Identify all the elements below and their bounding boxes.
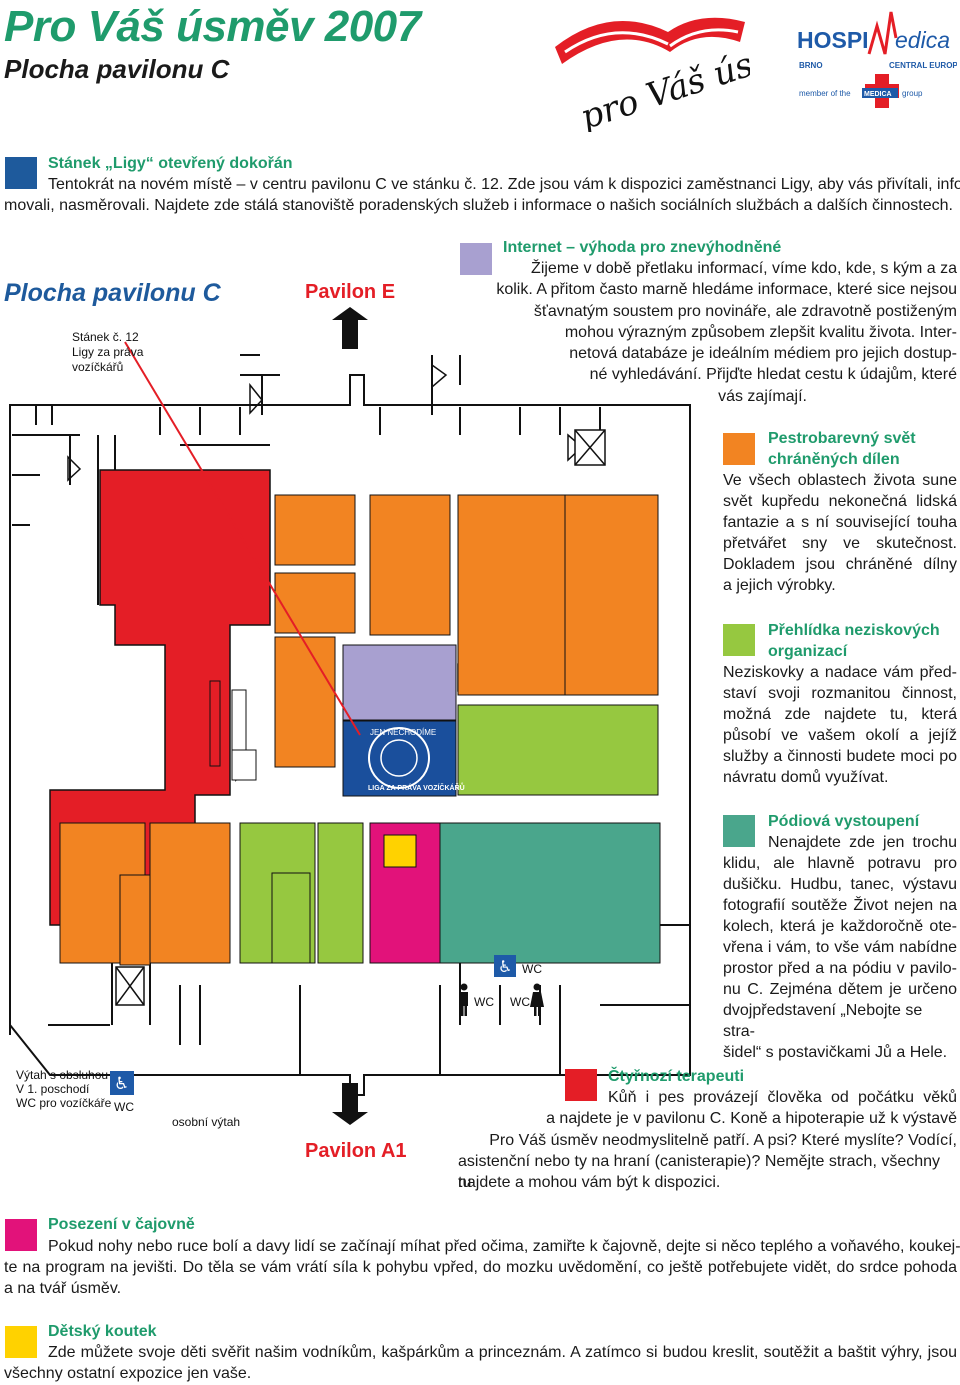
woman-icon: [530, 983, 544, 1016]
ngo-heading: organizací: [768, 643, 848, 660]
stanek-text-line: Tentokrát na novém místě – v centru pavi…: [48, 176, 960, 193]
booth-green: [317, 822, 364, 964]
kids-corner-heading: Dětský koutek: [48, 1323, 157, 1340]
internet-text-line: šťavnatým soustem pro novináře, ale zdra…: [533, 303, 957, 320]
tea-room-text-line: Pokud nohy nebo ruce bolí a davy lidí se…: [48, 1238, 960, 1255]
pro-vas-usmev-logo: pro Váš úsměv: [555, 17, 750, 132]
svg-text:MEDICA: MEDICA: [864, 91, 892, 98]
hospi-text: HOSPI: [797, 27, 869, 53]
man-icon: [460, 983, 468, 1016]
page-subtitle: Plocha pavilonu C: [4, 54, 230, 84]
svg-text:WC: WC: [474, 995, 494, 1009]
booth-orange: [369, 494, 451, 636]
internet-text-line: Žijeme v době přetlaku informací, víme k…: [531, 260, 957, 277]
map-title: Plocha pavilonu C: [4, 279, 222, 307]
logo-book-shape: [555, 17, 745, 64]
stanek-text-line: movali, nasměrovali. Najdete zde stálá s…: [4, 197, 953, 214]
wheelchair-icon: [494, 955, 516, 977]
elevator-icons: [115, 429, 606, 1006]
booth-red-horses: [49, 469, 271, 926]
stage-text-line: Nenajdete zde jen trochu: [768, 834, 957, 851]
liga-logo: JEN NECHODÍME LIGA ZA PRÁVA VOZÍČKÁŘŮ: [368, 727, 465, 792]
tea-room-heading: Posezení v čajovně: [48, 1216, 195, 1233]
booth-orange: [274, 572, 356, 634]
booth-liga: [342, 720, 457, 797]
svg-text:♿: ♿: [498, 957, 512, 976]
svg-text:member of the: member of the: [799, 89, 851, 98]
booth-red-strip: [209, 680, 221, 767]
vytah-label: V 1. poschodí: [16, 1082, 90, 1096]
floor-plan-map: JEN NECHODÍME LIGA ZA PRÁVA VOZÍČKÁŘŮ ♿ …: [4, 279, 691, 1162]
internet-text-line: mohou výrazným způsobem zlepšit kvalitu …: [564, 324, 957, 341]
internet-heading: Internet – výhoda pro znevýhodněné: [503, 239, 782, 256]
stanek-color-square: [5, 157, 37, 189]
stanek-map-label: Ligy za práva: [72, 345, 144, 359]
stage-text: klidu, ale hlavně potravu pro dušičku. H…: [723, 855, 957, 1061]
workshops-text: Ve všech oblastech života sune svět kupř…: [723, 472, 957, 594]
svg-text:♿: ♿: [114, 1074, 129, 1094]
internet-text-line: né vyhledávání. Přijďte hledat cestu k ú…: [589, 366, 957, 383]
ngo-text: Neziskovky a nadace vám před- staví svoj…: [723, 664, 957, 786]
tea-room-text-line: te na program na jevišti. Do těla se vám…: [4, 1259, 957, 1276]
booth-internet: [342, 644, 457, 721]
hospimedica-logo: HOSPI edica BRNO CENTRAL EUROPE member o…: [797, 11, 957, 108]
internet-color-square: [460, 243, 492, 275]
svg-text:WC: WC: [522, 962, 542, 976]
svg-text:BRNO: BRNO: [799, 61, 823, 70]
pavilon-a1-arrow: [332, 1083, 368, 1125]
therapy-text-line: a najdete je v pavilonu C. Koně a hipote…: [546, 1110, 957, 1127]
workshops-color-square: [723, 433, 755, 465]
booth-orange: [149, 822, 231, 964]
stage-color-square: [723, 815, 755, 847]
internet-text-line: vás zajímají.: [718, 388, 807, 405]
stanek-map-label: vozíčkářů: [72, 360, 123, 374]
wc-area: ♿ WC WC WC ♿ WC: [110, 955, 544, 1114]
booth-green: [457, 704, 659, 796]
booth-orange: [274, 494, 356, 566]
workshops-heading: chráněných dílen: [768, 451, 900, 468]
tea-room-color-square: [5, 1219, 37, 1251]
svg-text:CENTRAL EUROPE: CENTRAL EUROPE: [889, 61, 957, 70]
booths: [49, 469, 661, 966]
booth-kids-corner: [383, 834, 417, 868]
ngo-color-square: [723, 624, 755, 656]
pavilon-a1-label: Pavilon A1: [305, 1140, 407, 1162]
stanek-map-label: Stánek č. 12: [72, 330, 139, 344]
internet-text-line: netová databáze je ideálním médiem pro j…: [569, 345, 957, 362]
kids-corner-color-square: [5, 1326, 37, 1358]
therapy-text-line: asistenční nebo ty na hraní (canisterapi…: [458, 1153, 941, 1191]
booth-green: [271, 872, 311, 964]
ngo-heading: Přehlídka neziskových: [768, 622, 940, 639]
wheelchair-icon: [110, 1071, 134, 1095]
pavilon-e-label: Pavilon E: [305, 281, 395, 303]
therapy-text-line: Kůň i pes provázejí člověka od počátku v…: [608, 1089, 957, 1106]
workshops-heading: Pestrobarevný svět: [768, 430, 916, 447]
medica-text: edica: [895, 27, 950, 53]
booth-orange: [274, 636, 336, 768]
svg-text:WC: WC: [114, 1100, 134, 1114]
liga-logo-bottom-text: LIGA ZA PRÁVA VOZÍČKÁŘŮ: [368, 782, 465, 792]
kids-corner-text-line: Zde můžete svoje děti svěřit našim vodní…: [48, 1344, 957, 1361]
therapy-text-line: Pro Váš úsměv neodmyslitelně patří. A ps…: [489, 1132, 957, 1149]
page-title: Pro Váš úsměv 2007: [4, 2, 421, 51]
therapy-heading: Čtyřnozí terapeuti: [608, 1068, 745, 1085]
stage-heading: Pódiová vystoupení: [768, 813, 920, 830]
stanek-pointer-line: [124, 341, 361, 736]
svg-text:group: group: [902, 89, 923, 98]
svg-text:WC: WC: [510, 995, 530, 1009]
osobni-vytah-label: osobní výtah: [172, 1115, 240, 1129]
booth-stage: [439, 822, 661, 964]
vytah-label: Výtah s obsluhou: [16, 1068, 108, 1082]
therapy-color-square: [565, 1069, 597, 1101]
stanek-heading: Stánek „Ligy“ otevřený dokořán: [48, 155, 293, 172]
liga-logo-top-text: JEN NECHODÍME: [370, 728, 436, 737]
internet-text-line: kolik. A přitom často marně hledáme info…: [496, 281, 957, 298]
therapy-text-line: najdete a mohou vám být k dispozici.: [458, 1174, 721, 1191]
vytah-label: WC pro vozíčkáře: [16, 1096, 112, 1110]
kids-corner-text-line: všechny ostatní expozice jen vaše.: [4, 1365, 252, 1382]
pavilon-e-arrow: [332, 307, 368, 349]
tea-room-text-line: a na tvář úsměv.: [4, 1280, 122, 1297]
